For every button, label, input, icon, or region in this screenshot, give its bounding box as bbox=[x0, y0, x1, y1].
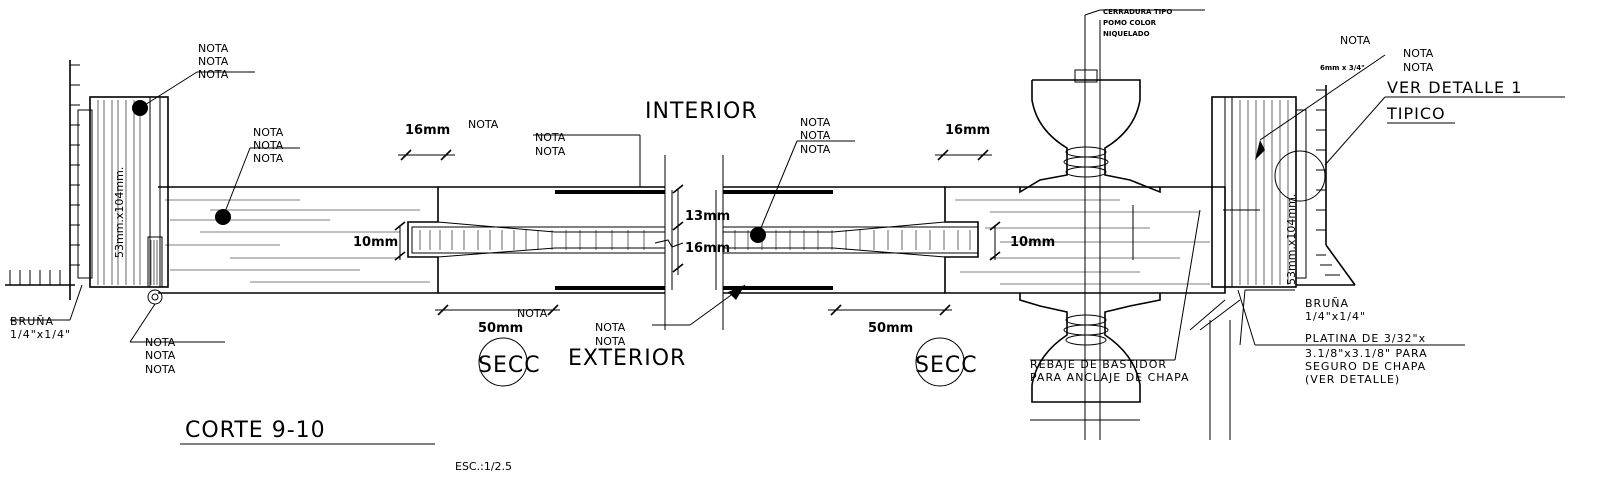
nota-label: NOTA bbox=[145, 363, 176, 376]
dimension-label: 10mm bbox=[1010, 235, 1055, 250]
nota-label: NOTA bbox=[535, 131, 566, 144]
nota-label: NOTA bbox=[1403, 47, 1434, 60]
frame-size-label-right: 53mm.x104mm. bbox=[1285, 194, 1298, 285]
frame-size-label-left: 53mm.x104mm. bbox=[113, 167, 126, 258]
dimension-label: 50mm bbox=[868, 321, 913, 336]
left-frame: 53mm.x104mm. bbox=[77, 96, 169, 305]
lock-label: POMO COLOR bbox=[1103, 19, 1157, 27]
nota-label: NOTA bbox=[253, 152, 284, 165]
rebaje-label: PARA ANCLAJE DE CHAPA bbox=[1030, 371, 1190, 384]
nota-label: NOTA bbox=[595, 335, 626, 348]
dimension-label: 50mm bbox=[478, 321, 523, 336]
nota-label: NOTA bbox=[800, 116, 831, 129]
right-frame: 53mm.x104mm. bbox=[1211, 96, 1326, 288]
nota-label: NOTA bbox=[800, 143, 831, 156]
section-mark-label: SECC bbox=[478, 353, 541, 378]
exterior-label: EXTERIOR bbox=[568, 346, 686, 371]
dimension-lines bbox=[394, 149, 1001, 316]
lock-label: NIQUELADO bbox=[1103, 30, 1150, 38]
nota-label: NOTA bbox=[800, 129, 831, 142]
bruna-label-left: 1/4"x1/4" bbox=[10, 328, 71, 341]
nota-label: NOTA bbox=[1340, 34, 1371, 47]
platina-label: 3.1/8"x3.1/8" PARA bbox=[1305, 347, 1428, 360]
door-left-stile bbox=[158, 186, 439, 294]
bruna-label-left: BRUÑA bbox=[10, 315, 54, 328]
dimension-label: 16mm bbox=[685, 241, 730, 256]
nota-label: NOTA bbox=[535, 145, 566, 158]
dimension-label: 16mm bbox=[945, 123, 990, 138]
lock-label: CERRADURA TIPO bbox=[1103, 8, 1172, 16]
nota-label: NOTA bbox=[198, 55, 229, 68]
drawing-title: CORTE 9-10 bbox=[185, 418, 326, 443]
interior-label: INTERIOR bbox=[645, 99, 758, 124]
screw-label: 6mm x 3/4" bbox=[1320, 64, 1365, 72]
left-wall bbox=[5, 60, 80, 300]
platina-label: SEGURO DE CHAPA bbox=[1305, 360, 1426, 373]
nota-label: NOTA bbox=[253, 139, 284, 152]
bruna-label-right: 1/4"x1/4" bbox=[1305, 310, 1366, 323]
platina-label: (VER DETALLE) bbox=[1305, 373, 1400, 386]
nota-label: NOTA bbox=[517, 307, 548, 320]
nota-labels: NOTA NOTA NOTA NOTA NOTA NOTA NOTA NOTA … bbox=[145, 34, 1434, 376]
dimension-label: 13mm bbox=[685, 209, 730, 224]
nota-label: NOTA bbox=[198, 42, 229, 55]
tipico-label: TIPICO bbox=[1386, 104, 1446, 123]
nota-label: NOTA bbox=[1403, 61, 1434, 74]
panel-left bbox=[411, 186, 666, 294]
rebaje-label: REBAJE DE BASTIDOR bbox=[1030, 358, 1167, 371]
nota-label: NOTA bbox=[468, 118, 499, 131]
nota-label: NOTA bbox=[595, 321, 626, 334]
nota-label: NOTA bbox=[145, 349, 176, 362]
panel-right bbox=[722, 186, 979, 294]
section-mark-label: SECC bbox=[915, 353, 978, 378]
scale-label: ESC.:1/2.5 bbox=[455, 460, 512, 473]
bruna-label-right: BRUÑA bbox=[1305, 297, 1349, 310]
door-lock bbox=[1019, 15, 1161, 440]
break-lines bbox=[654, 155, 724, 330]
nota-label: NOTA bbox=[253, 126, 284, 139]
section-marks bbox=[478, 337, 965, 387]
nota-label: NOTA bbox=[198, 68, 229, 81]
nota-label: NOTA bbox=[145, 336, 176, 349]
platina-label: PLATINA DE 3/32"x bbox=[1305, 332, 1426, 345]
leader-lines bbox=[10, 9, 1565, 440]
dimension-label: 16mm bbox=[405, 123, 450, 138]
right-wall bbox=[1296, 85, 1356, 286]
dimension-label: 10mm bbox=[353, 235, 398, 250]
ver-detalle-label: VER DETALLE 1 bbox=[1387, 78, 1522, 97]
